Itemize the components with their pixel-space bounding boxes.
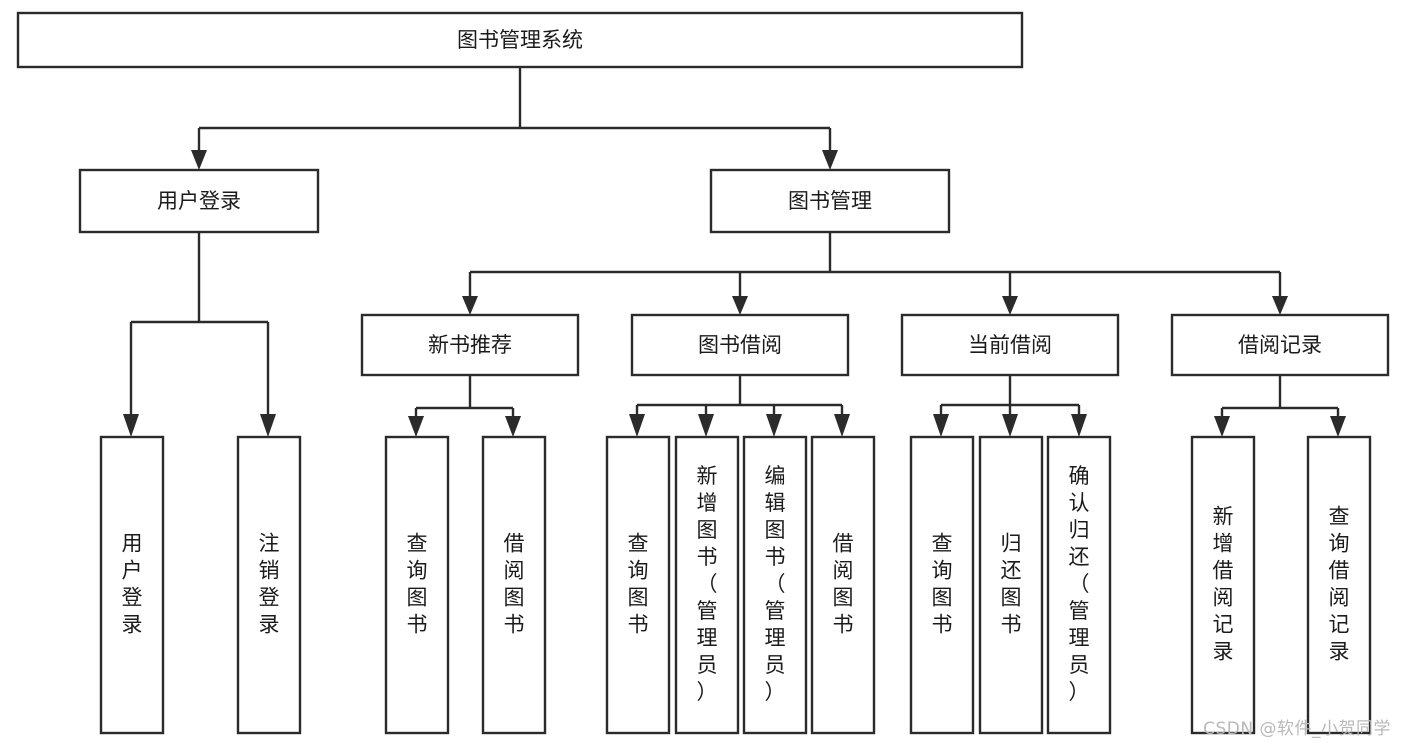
node-borrow-record-label: 借阅记录 — [1238, 333, 1322, 357]
node-leaf-return-book-label: 归还图书 — [1001, 532, 1022, 637]
node-book-manage-box[interactable] — [709, 168, 951, 234]
node-leaf-return-book[interactable]: 归还图书 — [978, 435, 1044, 735]
arrow-user-login-leaf-2 — [260, 414, 276, 437]
node-user-login-label: 用户登录 — [157, 189, 241, 213]
node-leaf-edit-book-box[interactable] — [742, 435, 808, 735]
node-leaf-confirm-return-box[interactable] — [1046, 435, 1112, 735]
node-leaf-confirm-return-label: 确认归还（管理员） — [1069, 464, 1090, 704]
arrow-bb-leaf-4 — [834, 414, 850, 437]
node-leaf-logout-login-box[interactable] — [236, 435, 302, 735]
node-leaf-user-login-label: 用户登录 — [122, 532, 143, 637]
node-leaf-add-record-box[interactable] — [1190, 435, 1256, 735]
node-new-book-recommend-box[interactable] — [360, 313, 580, 377]
node-leaf-borrow-book-2[interactable]: 借阅图书 — [810, 435, 876, 735]
node-leaf-add-book-box[interactable] — [674, 435, 740, 735]
arrow-root-to-book-manage — [822, 150, 838, 170]
arrow-cb-leaf-3 — [1071, 414, 1087, 437]
node-current-borrow[interactable]: 当前借阅 — [900, 313, 1120, 377]
node-leaf-query-record-label: 查询借阅记录 — [1329, 505, 1350, 664]
node-root[interactable]: 图书管理系统 — [16, 11, 1024, 69]
arrow-br-leaf-2 — [1330, 416, 1346, 437]
node-book-borrow[interactable]: 图书借阅 — [630, 313, 850, 377]
node-user-login[interactable]: 用户登录 — [78, 168, 320, 234]
node-book-borrow-box[interactable] — [630, 313, 850, 377]
node-current-borrow-label: 当前借阅 — [968, 333, 1052, 357]
node-leaf-user-login[interactable]: 用户登录 — [99, 435, 165, 735]
node-leaf-query-book-1-label: 查询图书 — [407, 532, 428, 637]
node-borrow-record[interactable]: 借阅记录 — [1170, 313, 1390, 377]
node-leaf-borrow-book-1-label: 借阅图书 — [504, 532, 525, 637]
node-leaf-edit-book[interactable]: 编辑图书（管理员） — [742, 435, 808, 735]
node-leaf-user-login-box[interactable] — [99, 435, 165, 735]
node-leaf-query-book-1[interactable]: 查询图书 — [384, 435, 450, 735]
edge-group — [123, 67, 1346, 437]
arrow-book-manage-to-book-borrow — [732, 296, 748, 315]
node-leaf-edit-book-label: 编辑图书（管理员） — [765, 464, 786, 704]
node-root-label: 图书管理系统 — [457, 28, 583, 52]
node-borrow-record-box[interactable] — [1170, 313, 1390, 377]
arrow-nbr-leaf-1 — [408, 416, 424, 437]
node-leaf-query-book-3-label: 查询图书 — [932, 532, 953, 637]
node-leaf-query-book-3-box[interactable] — [909, 435, 975, 735]
node-leaf-logout-login[interactable]: 注销登录 — [236, 435, 302, 735]
arrow-br-leaf-1 — [1214, 416, 1230, 437]
node-leaf-logout-login-label: 注销登录 — [259, 532, 280, 637]
node-leaf-return-book-box[interactable] — [978, 435, 1044, 735]
arrow-book-manage-to-current-borrow — [1002, 296, 1018, 315]
node-leaf-query-record-box[interactable] — [1306, 435, 1372, 735]
node-leaf-query-book-1-box[interactable] — [384, 435, 450, 735]
node-current-borrow-box[interactable] — [900, 313, 1120, 377]
arrow-root-to-user-login — [191, 150, 207, 170]
node-leaf-query-book-2-label: 查询图书 — [628, 532, 649, 637]
arrow-bb-leaf-2 — [698, 414, 714, 437]
arrow-nbr-leaf-2 — [505, 416, 521, 437]
node-leaf-query-book-3[interactable]: 查询图书 — [909, 435, 975, 735]
node-leaf-query-book-2[interactable]: 查询图书 — [605, 435, 671, 735]
arrow-bb-leaf-1 — [629, 414, 645, 437]
node-leaf-borrow-book-1[interactable]: 借阅图书 — [481, 435, 547, 735]
arrow-book-manage-to-borrow-record — [1272, 296, 1288, 315]
node-leaf-borrow-book-2-box[interactable] — [810, 435, 876, 735]
node-leaf-add-book-label: 新增图书（管理员） — [697, 464, 718, 704]
arrow-bb-leaf-3 — [766, 414, 782, 437]
node-leaf-add-record-label: 新增借阅记录 — [1213, 505, 1234, 664]
node-user-login-box[interactable] — [78, 168, 320, 234]
arrow-user-login-leaf-1 — [123, 414, 139, 437]
node-leaf-add-book[interactable]: 新增图书（管理员） — [674, 435, 740, 735]
node-book-manage-label: 图书管理 — [788, 189, 872, 213]
arrow-book-manage-to-new-book-recommend — [462, 296, 478, 315]
arrow-cb-leaf-2 — [1002, 414, 1018, 437]
node-leaf-add-record[interactable]: 新增借阅记录 — [1190, 435, 1256, 735]
node-leaf-borrow-book-1-box[interactable] — [481, 435, 547, 735]
node-leaf-query-book-2-box[interactable] — [605, 435, 671, 735]
node-leaf-query-record[interactable]: 查询借阅记录 — [1306, 435, 1372, 735]
node-leaf-confirm-return[interactable]: 确认归还（管理员） — [1046, 435, 1112, 735]
node-new-book-recommend[interactable]: 新书推荐 — [360, 313, 580, 377]
node-new-book-recommend-label: 新书推荐 — [428, 333, 512, 357]
arrow-cb-leaf-1 — [933, 414, 949, 437]
node-book-manage[interactable]: 图书管理 — [709, 168, 951, 234]
node-root-box[interactable] — [16, 11, 1024, 69]
csdn-watermark: CSDN @软件_小贺同学 — [1203, 719, 1391, 739]
node-book-borrow-label: 图书借阅 — [698, 333, 782, 357]
node-leaf-borrow-book-2-label: 借阅图书 — [833, 532, 854, 637]
